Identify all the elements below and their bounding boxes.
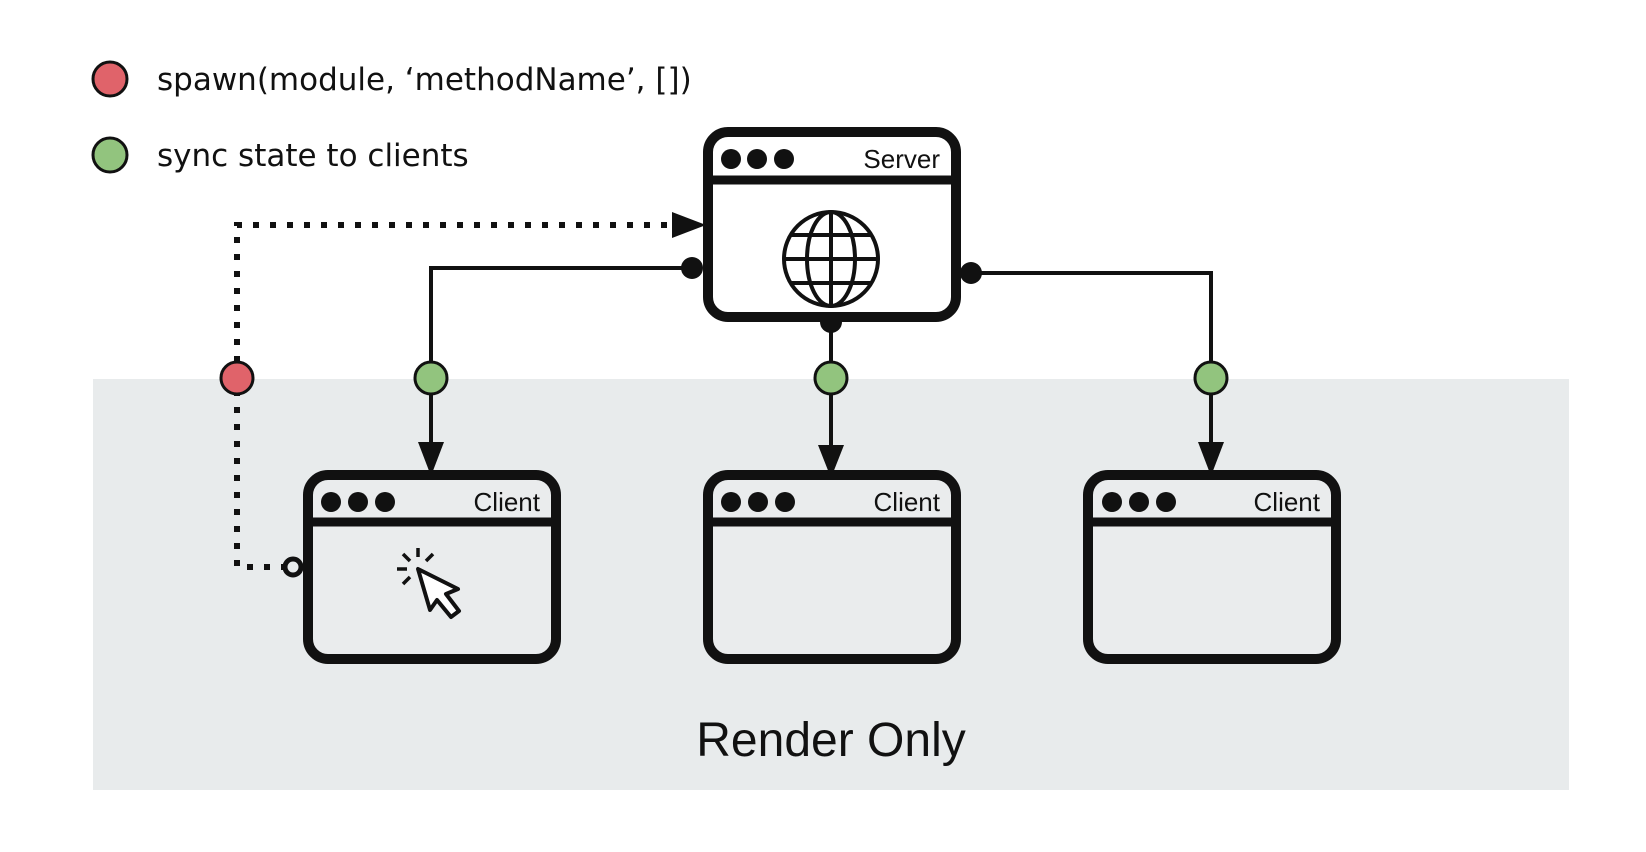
globe-icon <box>782 210 880 308</box>
cursor-click-icon <box>397 548 461 619</box>
green-circle-icon <box>91 136 129 174</box>
spawn-edge <box>219 212 706 578</box>
client-node-1: Client <box>303 470 561 664</box>
spawn-dotted-line <box>234 222 690 570</box>
client-title: Client <box>474 487 541 517</box>
port-dot <box>960 262 982 284</box>
red-circle-icon <box>91 60 129 98</box>
arrow-head-icon <box>1198 442 1224 476</box>
legend-item-sync: sync state to clients <box>91 136 469 174</box>
port-dot <box>681 257 703 279</box>
arrow-head-icon <box>672 212 706 238</box>
hollow-port-icon <box>282 556 304 578</box>
sync-edge-left <box>413 257 703 476</box>
arrow-head-icon <box>418 442 444 476</box>
legend-label-sync: sync state to clients <box>157 138 469 174</box>
window-dots-icon <box>321 492 395 512</box>
spawn-marker <box>219 360 255 396</box>
legend-item-spawn: spawn(module, ‘methodName’, []) <box>91 60 692 98</box>
client-node-2: Client <box>703 470 961 664</box>
server-title: Server <box>863 144 940 174</box>
client-node-3: Client <box>1083 470 1341 664</box>
region-label: Render Only <box>696 714 965 767</box>
arrow-head-icon <box>818 445 844 478</box>
window-dots-icon <box>721 149 794 169</box>
server-node: Server <box>703 127 961 322</box>
window-dots-icon <box>1102 492 1176 512</box>
sync-marker <box>1193 360 1229 396</box>
sync-edge-right <box>960 262 1229 476</box>
client-title: Client <box>1254 487 1321 517</box>
sync-marker <box>413 360 449 396</box>
legend: spawn(module, ‘methodName’, []) sync sta… <box>91 60 692 174</box>
client-title: Client <box>874 487 941 517</box>
sync-marker <box>813 360 849 396</box>
legend-label-spawn: spawn(module, ‘methodName’, []) <box>157 62 692 98</box>
window-dots-icon <box>721 492 795 512</box>
